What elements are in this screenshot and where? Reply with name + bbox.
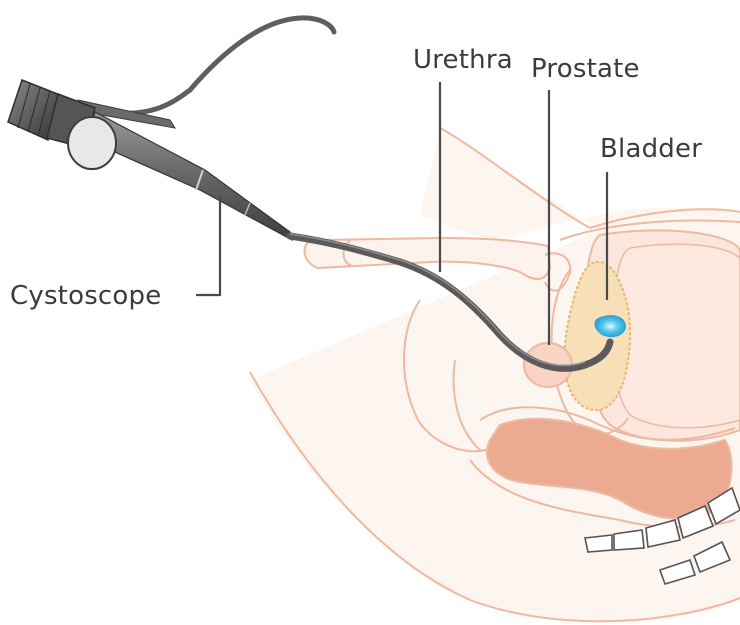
anatomy — [250, 128, 740, 623]
sacrum-segment — [614, 530, 644, 550]
cystoscope-label: Cystoscope — [10, 281, 161, 311]
bladder-inner — [613, 244, 740, 428]
light-cable — [100, 18, 334, 114]
light-post-knob — [68, 117, 116, 169]
urethra-label: Urethra — [413, 45, 513, 75]
bladder-label: Bladder — [600, 134, 702, 164]
cystoscope-leader — [196, 196, 220, 295]
scope-body — [88, 112, 292, 240]
sacrum-segment — [585, 535, 612, 552]
prostate-label: Prostate — [531, 54, 640, 84]
